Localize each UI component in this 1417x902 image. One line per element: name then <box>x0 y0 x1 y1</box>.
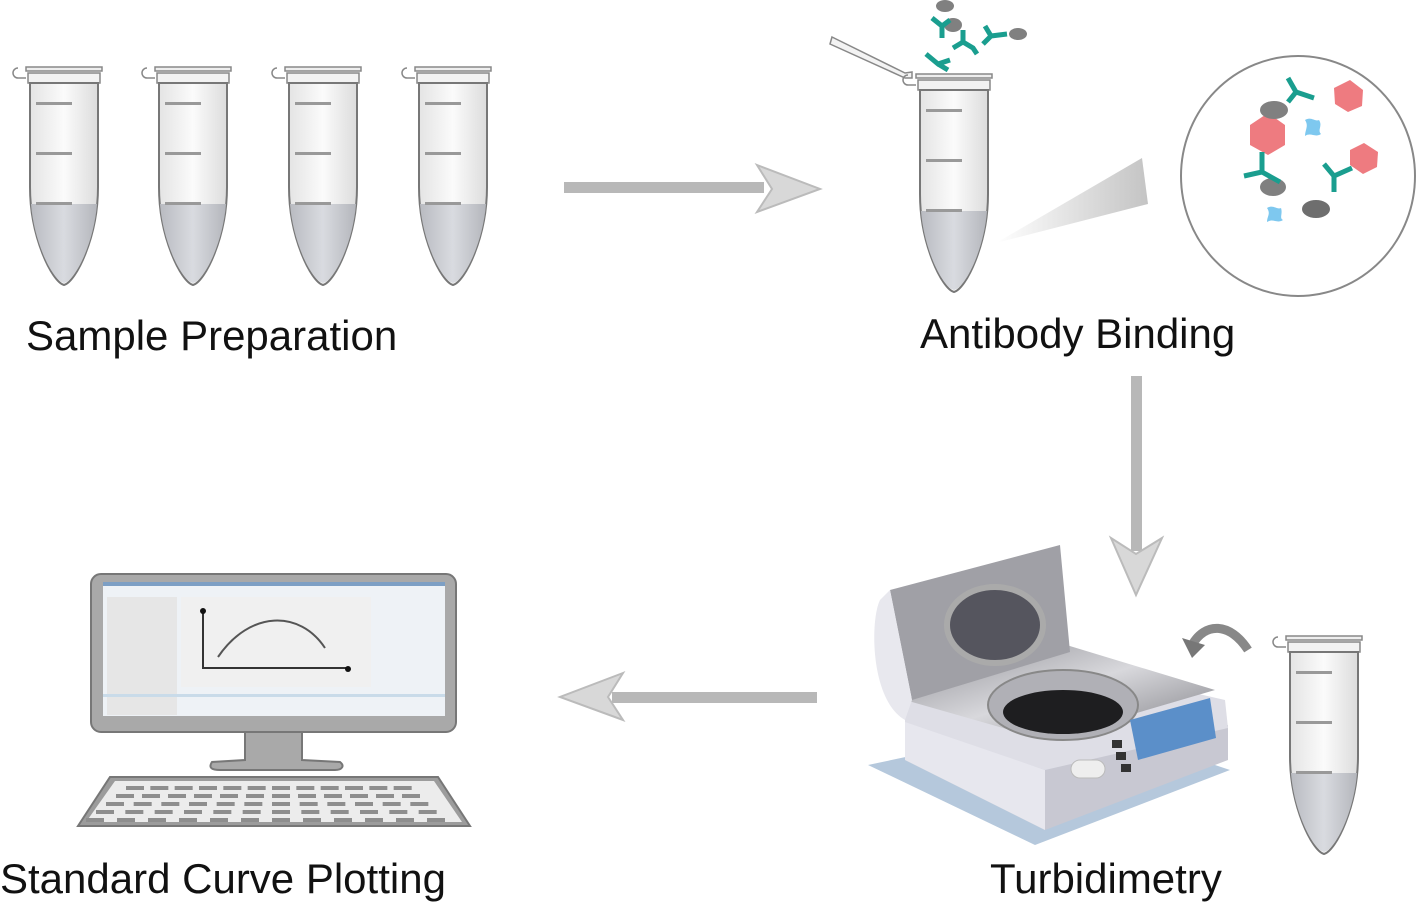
zoom-beam <box>996 158 1148 243</box>
key <box>303 818 321 822</box>
key <box>184 810 202 814</box>
key <box>168 794 186 798</box>
key <box>324 794 342 798</box>
key <box>148 818 166 822</box>
key <box>272 786 290 790</box>
tube-icon <box>12 66 103 286</box>
key <box>106 802 124 806</box>
key <box>369 786 388 790</box>
key <box>272 802 290 806</box>
standard-curve-line <box>217 619 326 658</box>
tube-icon <box>902 73 993 293</box>
step-label: Sample Preparation <box>26 312 397 359</box>
step-label: Antibody Binding <box>920 310 1235 357</box>
step-label: Turbidimetry <box>990 855 1222 902</box>
key <box>179 818 197 822</box>
small-molecule-icon <box>1305 118 1321 136</box>
key <box>126 786 144 790</box>
key <box>382 802 401 806</box>
key <box>125 810 144 814</box>
key <box>216 802 235 806</box>
key <box>427 818 445 822</box>
key <box>223 786 242 790</box>
key <box>117 818 135 822</box>
turbidimeter-instrument <box>868 545 1230 845</box>
key <box>142 794 160 798</box>
tube-icon <box>1272 635 1363 855</box>
magnified-view <box>1180 55 1416 297</box>
key <box>244 802 263 806</box>
key <box>418 810 437 814</box>
tube-icon <box>401 66 492 286</box>
key <box>376 794 394 798</box>
key <box>327 802 346 806</box>
key <box>242 810 261 814</box>
key <box>396 818 414 822</box>
key <box>213 810 232 814</box>
antigen-icon <box>1350 143 1378 174</box>
key <box>389 810 408 814</box>
key <box>247 786 266 790</box>
key <box>299 802 318 806</box>
step-label: Standard Curve Plotting <box>0 855 446 902</box>
key <box>350 794 368 798</box>
key <box>220 794 238 798</box>
antibodies-falling <box>924 0 1027 73</box>
key <box>393 786 412 790</box>
key <box>345 786 363 790</box>
key <box>154 810 173 814</box>
key <box>330 810 349 814</box>
key <box>189 802 207 806</box>
antibody-tube <box>829 0 1027 293</box>
key <box>86 818 104 822</box>
arrow-right-icon <box>564 163 823 214</box>
key <box>161 802 180 806</box>
key <box>199 786 217 790</box>
key <box>272 818 290 822</box>
key <box>272 810 290 814</box>
curved-arrow-icon <box>1188 623 1252 653</box>
key <box>210 818 228 822</box>
key <box>296 786 315 790</box>
key <box>241 818 259 822</box>
tube-icon <box>271 66 362 286</box>
key <box>402 794 420 798</box>
key <box>96 810 114 814</box>
key <box>150 786 169 790</box>
antigen-icon <box>1250 113 1285 155</box>
key <box>355 802 373 806</box>
computer-icon <box>76 573 472 827</box>
plot-axes <box>202 611 348 669</box>
key <box>246 794 264 798</box>
key <box>133 802 152 806</box>
key <box>301 810 320 814</box>
key <box>320 786 339 790</box>
small-molecule-icon <box>1267 206 1283 222</box>
key <box>365 818 383 822</box>
key <box>410 802 429 806</box>
key <box>272 794 290 798</box>
arrow-left-icon <box>557 671 817 722</box>
key <box>298 794 316 798</box>
antigen-icon <box>1334 80 1363 112</box>
key <box>116 794 134 798</box>
key <box>194 794 212 798</box>
arrow-down-icon <box>1108 376 1165 598</box>
key <box>360 810 378 814</box>
key <box>174 786 193 790</box>
key <box>334 818 352 822</box>
sample-tubes <box>12 66 492 286</box>
display-screen <box>1130 698 1216 760</box>
tube-icon <box>141 66 232 286</box>
